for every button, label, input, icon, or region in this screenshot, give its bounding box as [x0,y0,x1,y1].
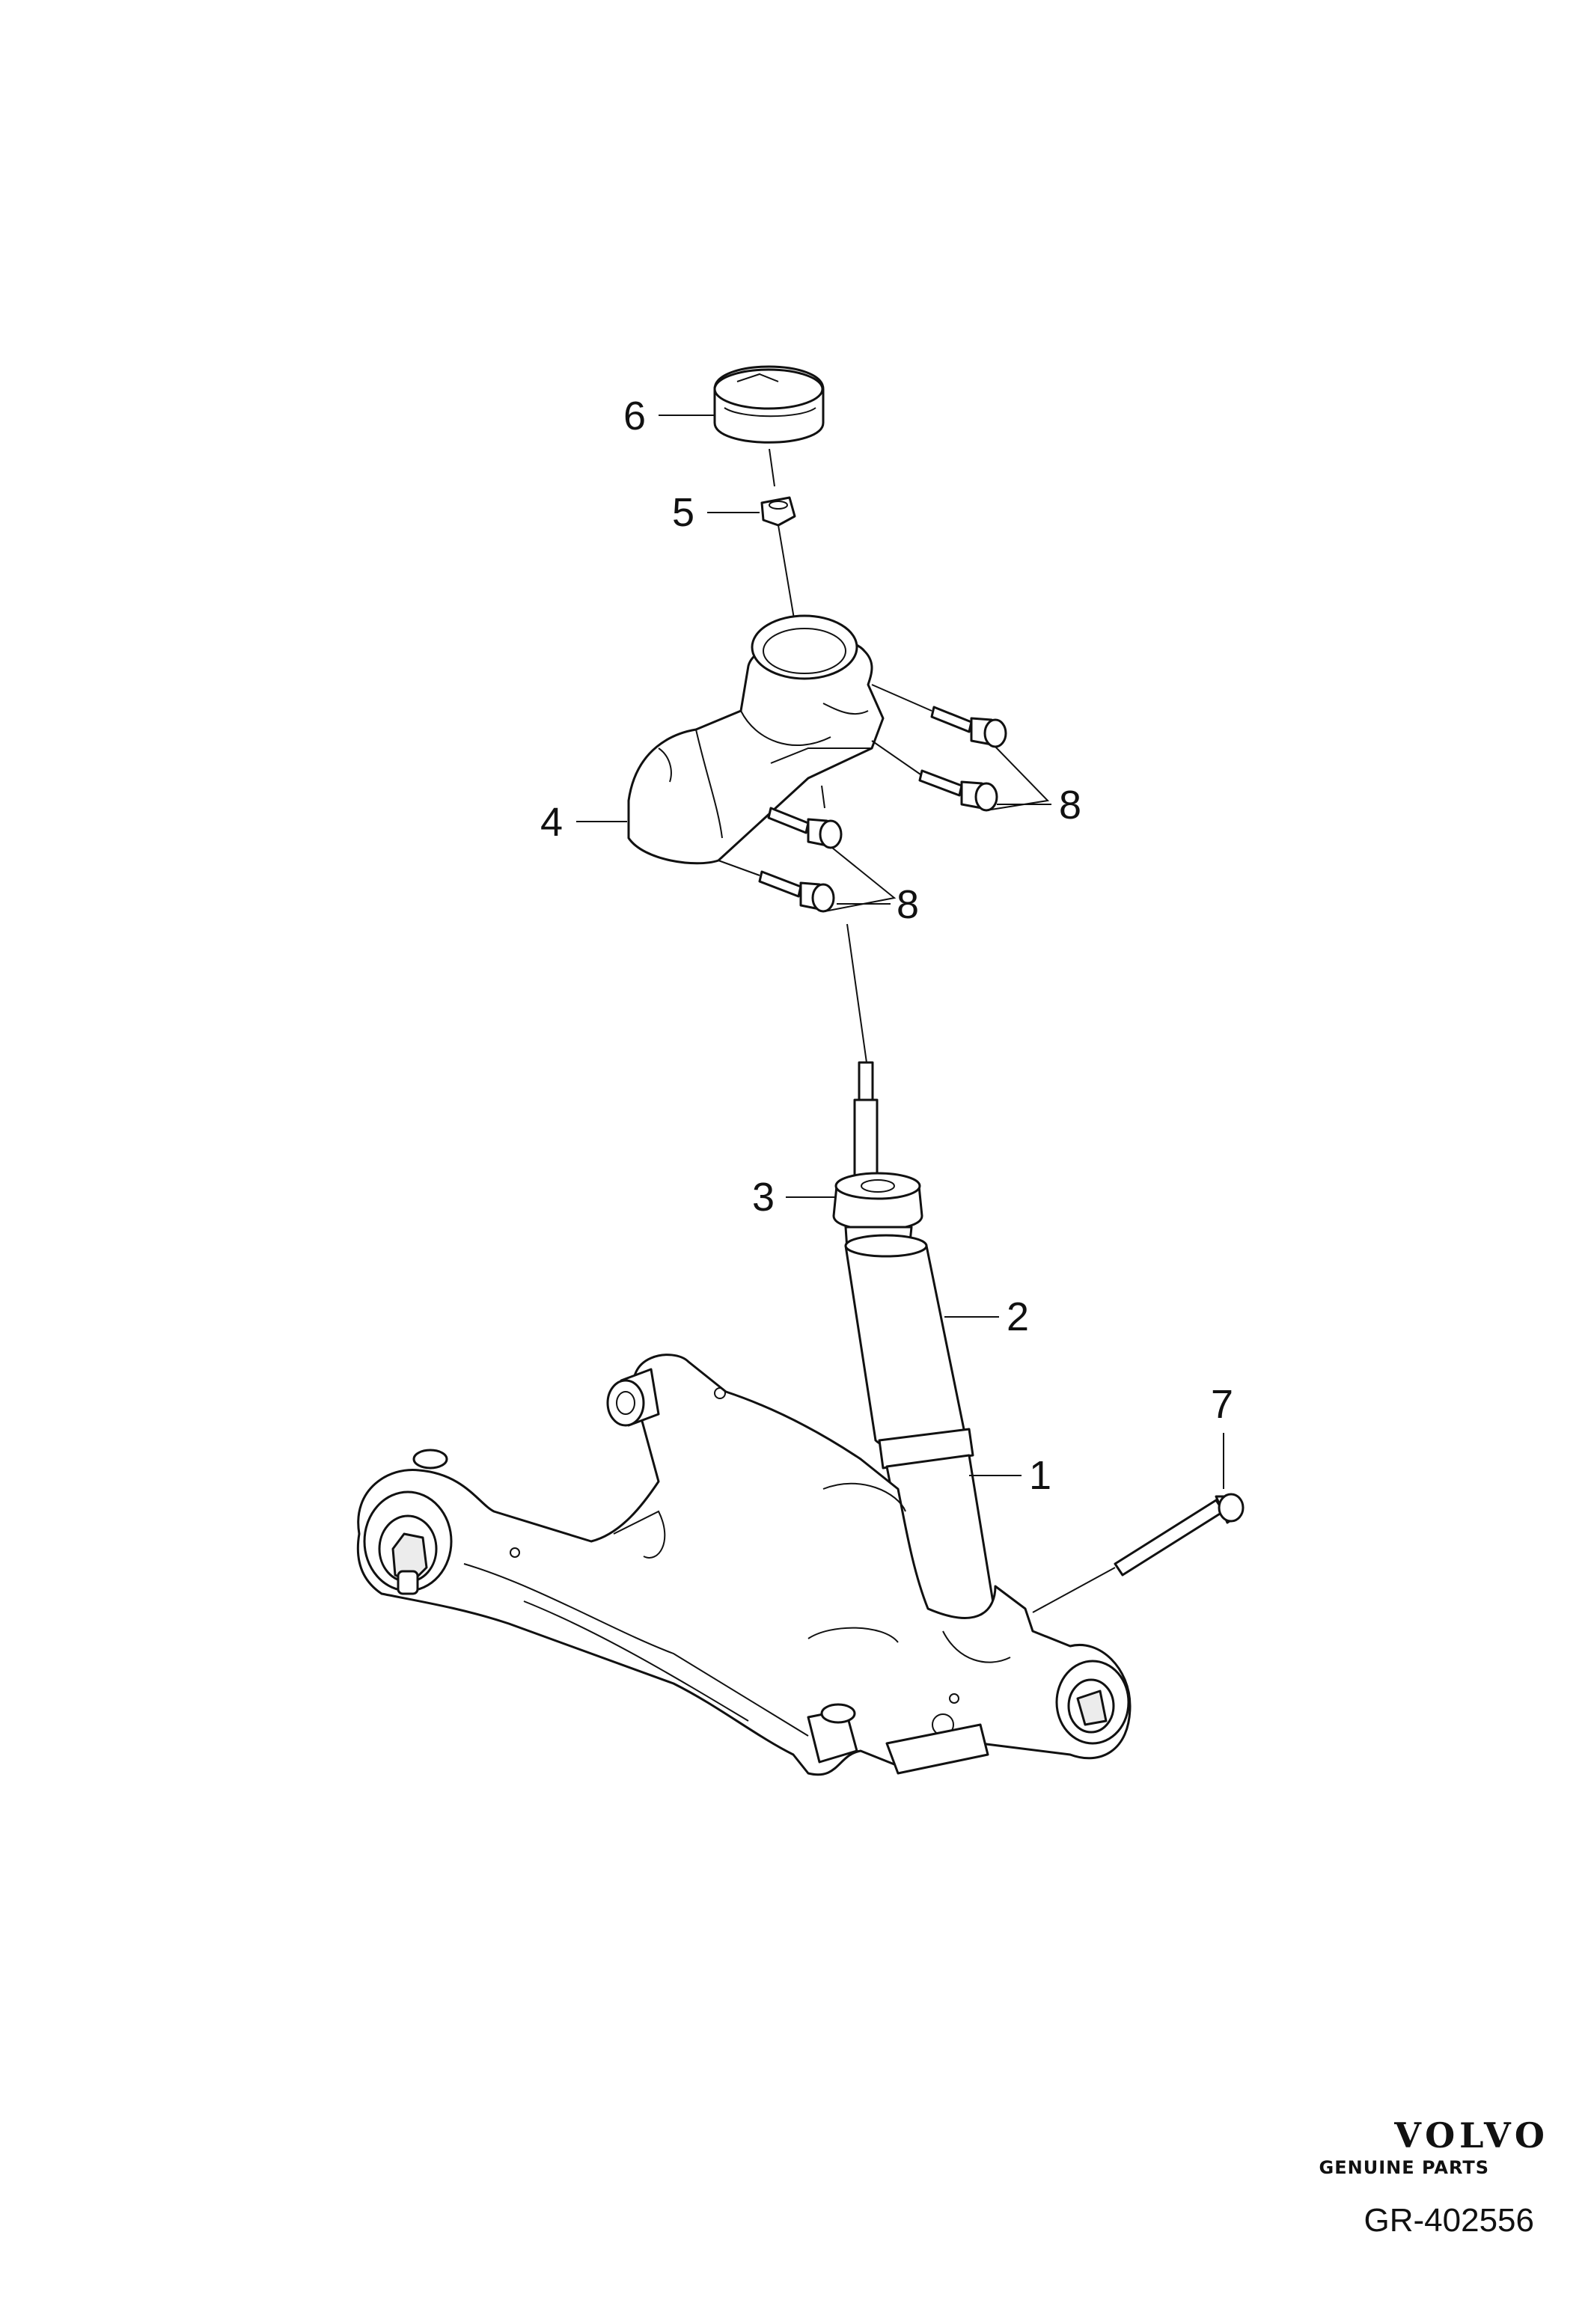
callout-8-upper: 8 [1059,783,1081,828]
reference-code: GR-402556 [1364,2202,1534,2239]
leader-8-axis-c [718,860,760,876]
callout-5: 5 [672,490,694,535]
leader-7-axis [1032,1567,1116,1613]
brand-wordmark: VOLVO [1393,2115,1549,2156]
leader-6-axis [769,448,775,487]
leader-rod-axis [846,923,867,1063]
callout-6: 6 [623,394,646,438]
callout-7: 7 [1211,1382,1233,1427]
callout-4: 4 [540,800,563,845]
protective-cap-icon [713,365,825,444]
lower-control-arm-icon [356,1354,1132,1776]
flange-bolt-icon [758,706,1007,913]
callout-1: 1 [1029,1453,1051,1498]
volvo-genuine-parts-logo: VOLVO GENUINE PARTS [1319,2115,1549,2178]
callout-2: 2 [1007,1294,1029,1339]
leader-bracket-axis [821,785,825,809]
leader-8a [986,746,1050,811]
bolt-icon [1114,1493,1245,1577]
dust-cover-icon [844,1234,967,1452]
nut-icon [760,496,796,527]
leader-8-axis-b [871,740,921,775]
brand-tagline: GENUINE PARTS [1319,2157,1489,2178]
callout-3: 3 [752,1175,775,1220]
callout-8-lower: 8 [897,882,919,927]
leader-8b [824,847,897,912]
shock-mount-bracket-icon [627,614,885,865]
leader-8-axis-a [871,684,932,712]
